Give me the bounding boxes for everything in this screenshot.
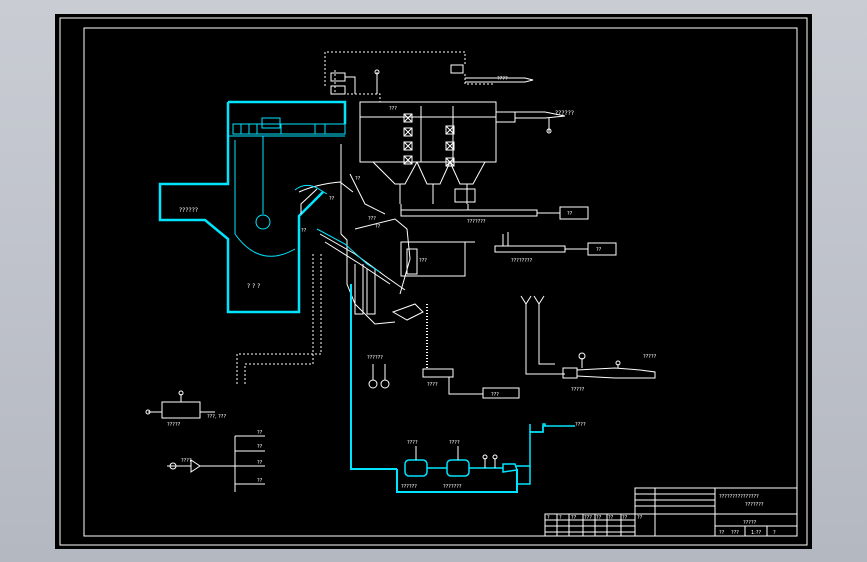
mid-label-5: ?? [355,176,361,182]
header-cell-3: ?? [571,515,577,521]
title-line-1: ??????????????? [719,494,759,500]
blower-label: ???? [181,458,192,464]
scale-cell-1: ?? [719,530,725,536]
dust-outlet-label: ?????? [555,110,574,117]
conveyor-b-box: ?? [596,247,602,253]
right-lower-box: ??? [491,392,499,398]
drawing-name: ????? [743,520,757,526]
cad-drawing: ?????? ? ? ? ???? [59,17,808,546]
header-cell-5: ?? [596,515,602,521]
silo-structure [158,100,347,314]
dust-top-label: ??? [389,106,397,112]
tank-right-label: ???? [449,440,460,446]
water-label: ???? [575,422,586,428]
inner-frame [83,27,798,537]
control-loop-top [324,51,495,102]
blower-group [167,435,265,492]
conveyor-a-box: ?? [567,211,573,217]
baghouse [359,101,566,185]
mid-box-label: ??? [419,258,427,264]
legend-mid: ?? [257,444,263,450]
header-cell-7: ?? [622,515,628,521]
legend-top: ?? [257,430,263,436]
bottom-tanks [404,426,544,485]
pumps-middle [368,364,390,389]
water-tank-label: ????? [167,422,181,428]
silo-label: ?????? [179,207,198,214]
tank-left-label: ???? [407,440,418,446]
header-cell-1: ? [547,515,550,521]
mid-label-3: ??? [368,216,376,222]
header-cell-2: ? [559,515,562,521]
bottom-silo-label: ? ? ? [247,283,260,290]
tank-below-right: ??????? [443,484,462,490]
legend-low: ?? [257,460,263,466]
scale-cell-2: ??? [731,530,739,536]
header-cell-4: ??? [584,515,592,521]
central-equipment [319,144,475,325]
top-vent-label: ???? [497,76,508,82]
scale-cell-3: 1:?? [751,530,762,536]
header-cell-8: ?? [637,515,643,521]
right-pump-left: ????? [643,354,657,360]
tank-below-left: ?????? [401,484,417,490]
scale-cell-4: ? [773,530,776,536]
water-tank-out: ???, ??? [207,414,226,420]
mid-label-4: ?? [375,224,381,230]
conveyor-a-label: ??????? [467,219,486,225]
drawing-viewport[interactable]: ?????? ? ? ? ???? [55,14,812,549]
outer-frame [59,17,808,546]
mid-label-1: ?? [301,228,307,234]
conveyor-b [494,232,617,256]
legend-bot: ?? [257,478,263,484]
pump-label: ?????? [367,355,383,361]
conveyor-b-label: ???????? [511,258,533,264]
sep-label: ???? [427,382,438,388]
title-line-2: ??????? [745,502,764,508]
left-tank [145,390,215,419]
right-pump-bot: ????? [571,387,585,393]
mid-label-2: ?? [329,196,335,202]
header-cell-6: ?? [608,515,614,521]
conveyor-a [400,204,589,220]
right-pump [520,295,656,379]
title-block [544,487,798,537]
